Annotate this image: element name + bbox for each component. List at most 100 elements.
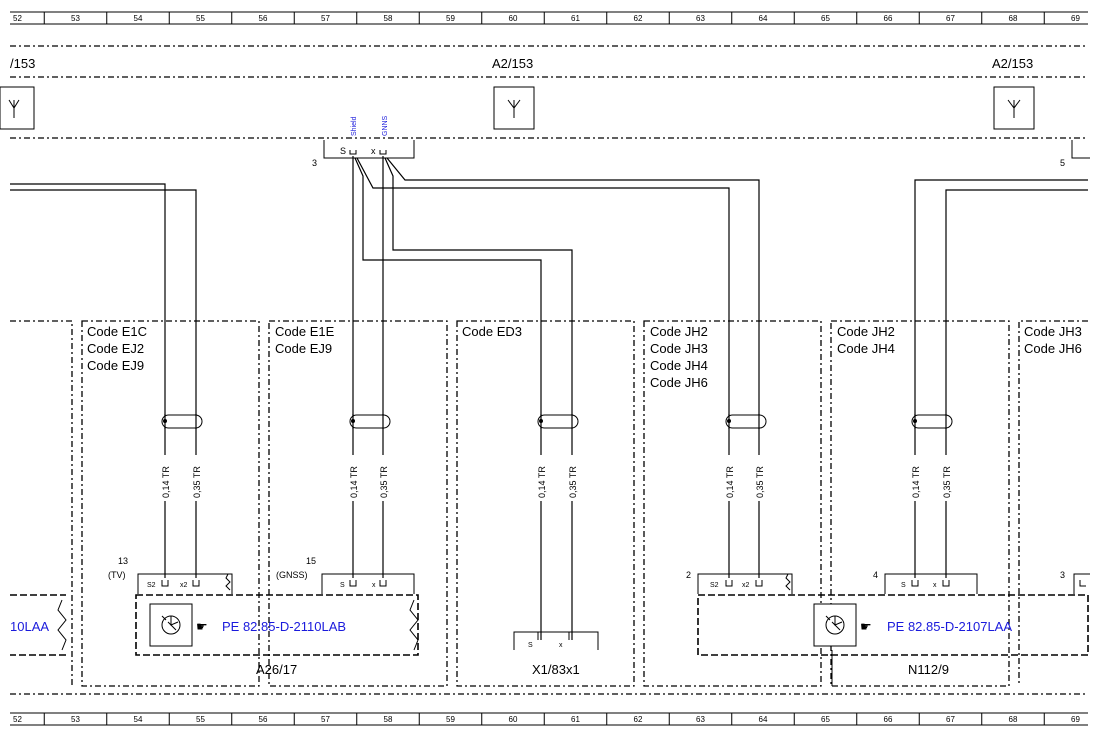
pointer-hand-icon: ☛ [196, 619, 208, 634]
ruler-number: 59 [446, 14, 455, 23]
reference-link-n112[interactable]: PE 82.85-D-2107LAA [887, 619, 1012, 634]
reference-link-left[interactable]: 10LAA [10, 619, 49, 634]
svg-text:Code JH2: Code JH2 [837, 324, 895, 339]
module-icon [813, 603, 857, 647]
ruler-number: 55 [196, 14, 205, 23]
ruler-number: 63 [696, 14, 705, 23]
top-connector-pin-x: x [371, 146, 376, 156]
ruler-number: 60 [509, 14, 518, 23]
connector-13-number: 13 [118, 556, 128, 566]
pin-x: x [933, 582, 937, 589]
svg-text:Code EJ2: Code EJ2 [87, 341, 144, 356]
code-box-2: Code E1E Code EJ9 [275, 324, 335, 356]
wire-label: 0,14 TR [725, 466, 735, 498]
ruler-number: 66 [884, 14, 893, 23]
pin-s: S [340, 582, 345, 589]
ruler-number: 57 [321, 14, 330, 23]
antenna-row [0, 45, 1088, 139]
svg-text:Code JH6: Code JH6 [650, 375, 708, 390]
wire-label: 0,35 TR [755, 466, 765, 498]
ruler-number: 53 [71, 14, 80, 23]
ruler-number: 62 [634, 715, 643, 724]
ruler-number: 53 [71, 715, 80, 724]
ruler-number: 69 [1071, 715, 1080, 724]
wires [10, 156, 1088, 640]
svg-text:Code EJ9: Code EJ9 [87, 358, 144, 373]
component-name-a26: A26/17 [256, 662, 297, 677]
antenna-icon [8, 99, 20, 118]
code-box-6: Code JH3 Code JH6 [1024, 324, 1082, 356]
ruler-number: 58 [384, 14, 393, 23]
wire-label: 0,14 TR [161, 466, 171, 498]
ruler-number: 69 [1071, 14, 1080, 23]
ruler-number: 65 [821, 715, 830, 724]
ruler-number: 61 [571, 14, 580, 23]
module-icon [149, 603, 193, 647]
svg-text:Code JH4: Code JH4 [650, 358, 708, 373]
ruler-number: 67 [946, 715, 955, 724]
svg-text:Code JH3: Code JH3 [650, 341, 708, 356]
svg-text:Code JH4: Code JH4 [837, 341, 895, 356]
connector-15-number: 15 [306, 556, 316, 566]
component-name-n112: N112/9 [908, 662, 949, 677]
pin-x: x [559, 642, 563, 649]
antenna-icon [507, 99, 521, 118]
ruler-number: 68 [1009, 14, 1018, 23]
svg-text:Code JH3: Code JH3 [1024, 324, 1082, 339]
top-connector-pin-s: S [340, 146, 346, 156]
ruler-number: 54 [134, 14, 143, 23]
ruler-number: 59 [446, 715, 455, 724]
ruler-number: 56 [259, 715, 268, 724]
wire-label: 0,35 TR [942, 466, 952, 498]
wire-label: 0,14 TR [537, 466, 547, 498]
ruler-number: 55 [196, 715, 205, 724]
bottom-ruler: 52 53 54 55 56 57 58 59 60 61 62 63 64 65 66 67 68 69 [10, 712, 1088, 726]
ruler-number: 57 [321, 715, 330, 724]
ruler-number: 52 [13, 715, 22, 724]
svg-text:Code EJ9: Code EJ9 [275, 341, 332, 356]
code-box-5: Code JH2 Code JH4 [837, 324, 895, 356]
pin-s2: S2 [147, 582, 156, 589]
top-connector-pin-number: 3 [312, 158, 317, 168]
wire-label: 0,14 TR [349, 466, 359, 498]
shield-ovals [161, 414, 953, 429]
ruler-number: 68 [1009, 715, 1018, 724]
wire-label: 0,35 TR [192, 466, 202, 498]
ruler-number: 64 [759, 715, 768, 724]
bottom-connectors [137, 573, 1090, 650]
ruler-number: 63 [696, 715, 705, 724]
wire-label: 0,35 TR [568, 466, 578, 498]
shield-label: Shield [351, 116, 358, 136]
connector-13-note: (TV) [108, 570, 126, 580]
pin-s: S [901, 582, 906, 589]
code-boxes [10, 320, 1088, 695]
code-box-3: Code ED3 [462, 324, 522, 339]
reference-link-a26[interactable]: PE 82.85-D-2110LAB [222, 619, 346, 634]
pin-x2: x2 [742, 582, 750, 589]
pointer-hand-icon: ☛ [860, 619, 872, 634]
antenna-label-right: A2/153 [992, 56, 1033, 71]
wire-label: 0,14 TR [911, 466, 921, 498]
connector-3-number: 3 [1060, 570, 1065, 580]
connector-15-note: (GNSS) [276, 570, 308, 580]
ruler-number: 61 [571, 715, 580, 724]
pin-s2: S2 [710, 582, 719, 589]
component-name-x1: X1/83x1 [532, 662, 580, 677]
ruler-number: 60 [509, 715, 518, 724]
svg-text:Code E1E: Code E1E [275, 324, 335, 339]
antenna-icon [1007, 99, 1021, 118]
ruler-number: 62 [634, 14, 643, 23]
antenna-label-left: /153 [10, 56, 35, 71]
ruler-number: 58 [384, 715, 393, 724]
pin-x2: x2 [180, 582, 188, 589]
ruler-number: 66 [884, 715, 893, 724]
code-box-1: Code E1C Code EJ2 Code EJ9 [87, 324, 147, 373]
ruler-number: 54 [134, 715, 143, 724]
antenna-label-center: A2/153 [492, 56, 533, 71]
svg-text:Code E1C: Code E1C [87, 324, 147, 339]
svg-text:Code ED3: Code ED3 [462, 324, 522, 339]
ruler-number: 65 [821, 14, 830, 23]
wire-label: 0,35 TR [379, 466, 389, 498]
connector-2-number: 2 [686, 570, 691, 580]
